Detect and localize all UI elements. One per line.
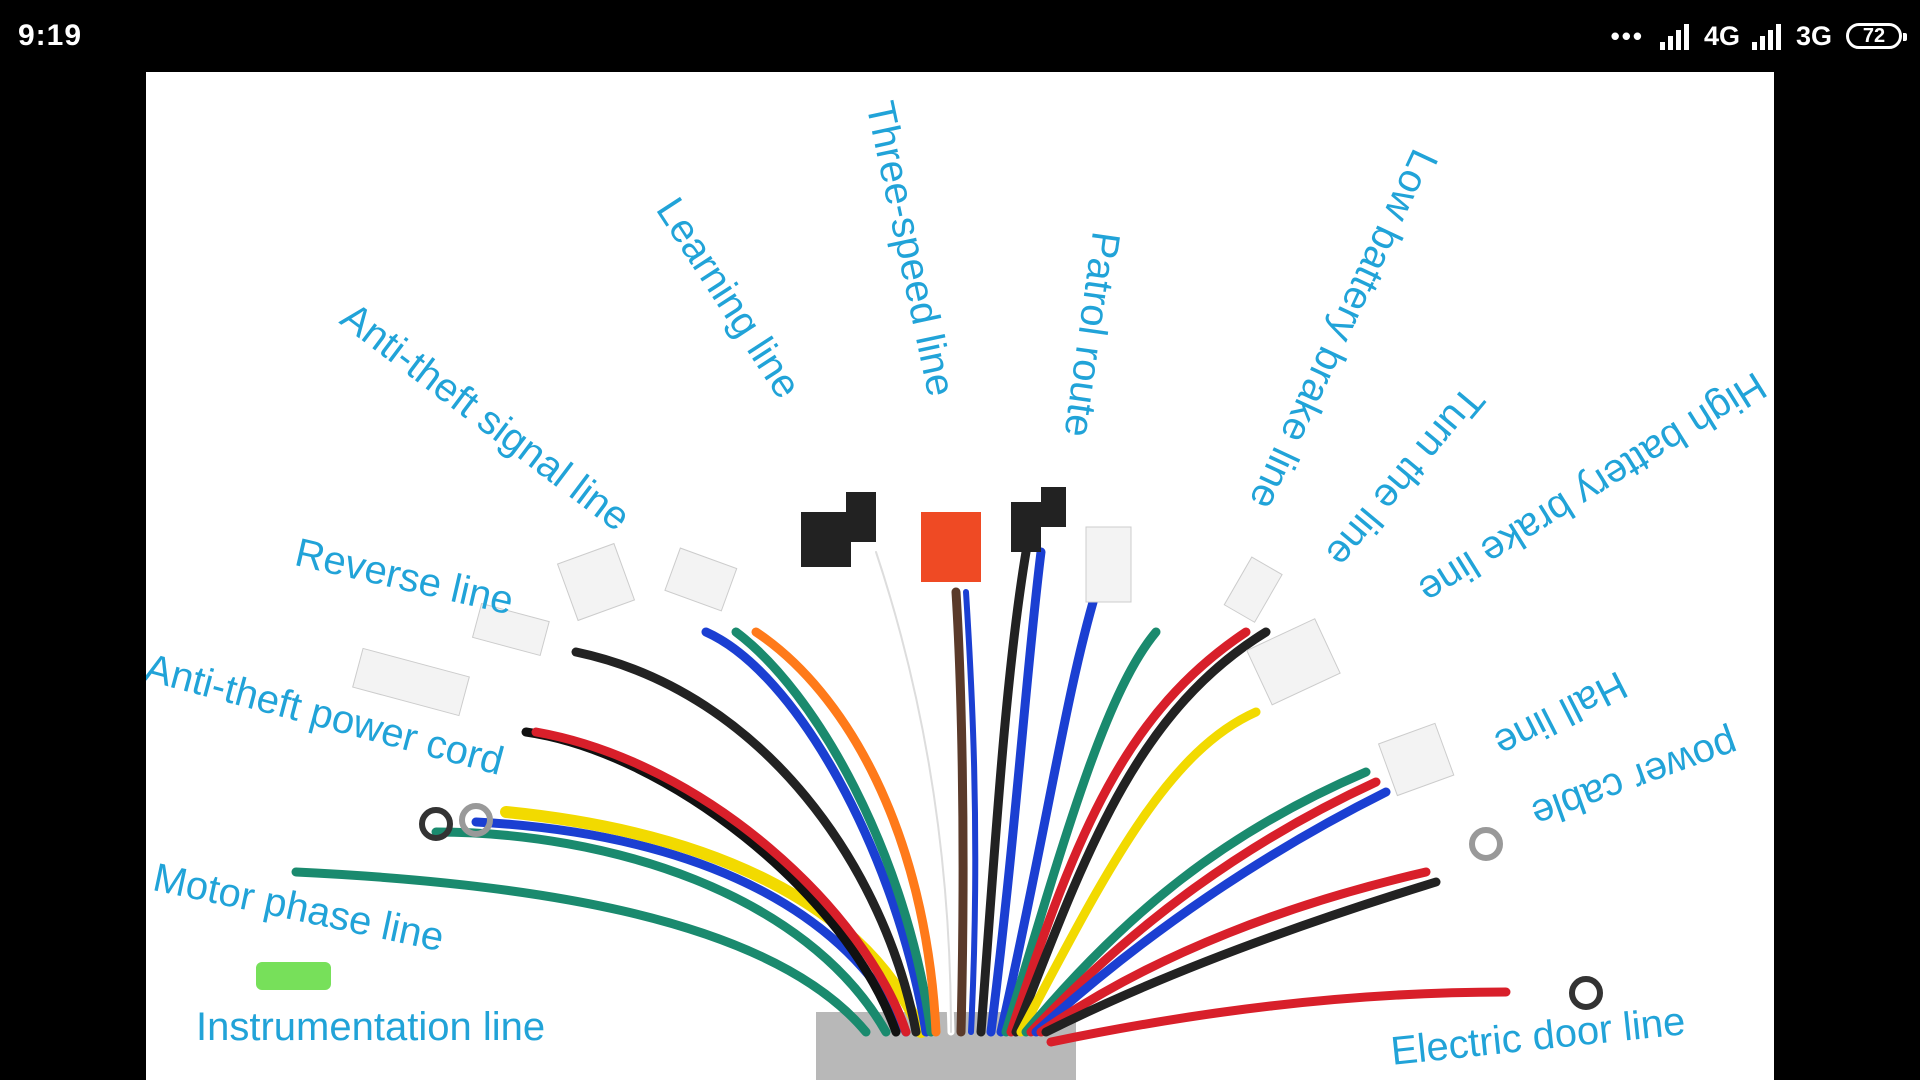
notification-dots: ••• — [1610, 20, 1644, 51]
signal-strength-icon-2 — [1751, 24, 1781, 50]
status-time: 9:19 — [18, 19, 83, 52]
wire-harness-illustration — [256, 487, 1603, 1080]
wiring-diagram-image: Learning line Three-speed line Patrol ro… — [146, 72, 1774, 1080]
network-type-2: 3G — [1795, 20, 1832, 51]
label-instrumentation-line: Instrumentation line — [196, 1005, 546, 1049]
status-indicators: ••• 4G 3G 72 — [1610, 20, 1907, 52]
network-type-1: 4G — [1703, 20, 1740, 51]
battery-level: 72 — [1862, 24, 1886, 47]
status-bar: 9:19 ••• 4G 3G 72 — [0, 0, 1920, 72]
signal-strength-icon — [1659, 24, 1689, 50]
connectors — [256, 487, 1603, 1010]
battery-icon: 72 — [1846, 23, 1907, 49]
wires — [291, 547, 1511, 1047]
